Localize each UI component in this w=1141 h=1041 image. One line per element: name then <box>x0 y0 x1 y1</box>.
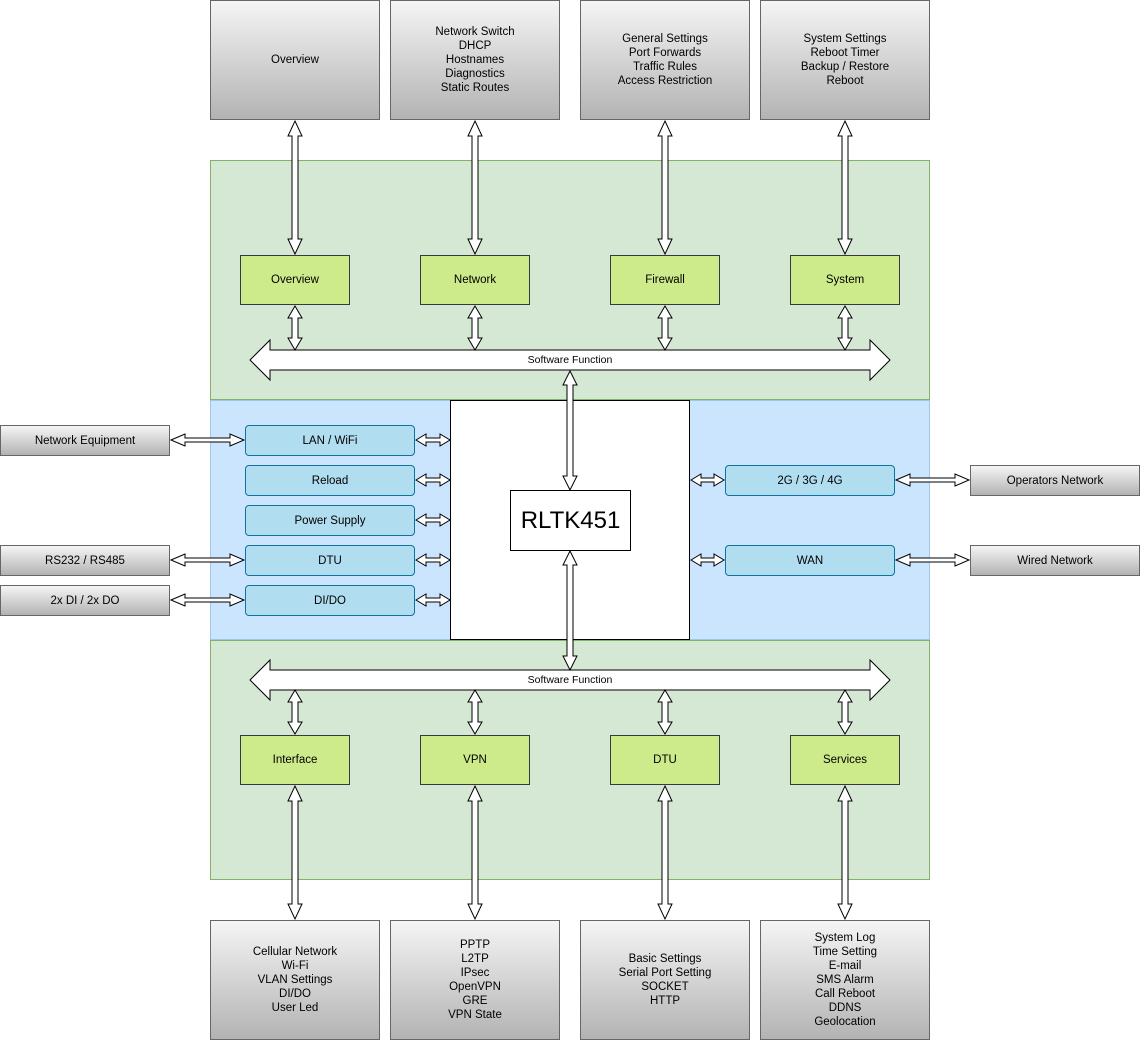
port-reload: Reload <box>245 465 415 496</box>
module-interface: Interface <box>240 735 350 785</box>
panel-line: Call Reboot <box>814 988 876 1000</box>
panel-line: Traffic Rules <box>633 61 697 73</box>
port-lan-wifi: LAN / WiFi <box>245 425 415 456</box>
bottom-panel-interface: Cellular Network Wi-Fi VLAN Settings DI/… <box>210 920 380 1040</box>
external-wired-network: Wired Network <box>970 545 1140 576</box>
software-function-label-bottom: Software Function <box>527 674 613 686</box>
module-system: System <box>790 255 900 305</box>
panel-line: SOCKET <box>641 981 689 993</box>
bottom-panel-dtu: Basic Settings Serial Port Setting SOCKE… <box>580 920 750 1040</box>
panel-line: Static Routes <box>440 82 510 94</box>
bottom-panel-services: System Log Time Setting E-mail SMS Alarm… <box>760 920 930 1040</box>
panel-line: System Log <box>814 932 876 944</box>
panel-line: VLAN Settings <box>257 974 333 986</box>
port-dtu: DTU <box>245 545 415 576</box>
module-services: Services <box>790 735 900 785</box>
panel-line: System Settings <box>803 33 887 45</box>
port-power-supply: Power Supply <box>245 505 415 536</box>
module-vpn: VPN <box>420 735 530 785</box>
panel-line: OpenVPN <box>449 981 501 993</box>
panel-line: SMS Alarm <box>816 974 874 986</box>
panel-line: Hostnames <box>445 54 505 66</box>
panel-line: IPsec <box>460 967 490 979</box>
panel-line: VPN State <box>448 1009 502 1021</box>
panel-line: Serial Port Setting <box>618 967 712 979</box>
port-cellular: 2G / 3G / 4G <box>725 465 895 496</box>
external-di-do: 2x DI / 2x DO <box>0 585 170 616</box>
panel-line: DHCP <box>458 40 492 52</box>
top-panel-system: System Settings Reboot Timer Backup / Re… <box>760 0 930 120</box>
panel-line: Wi-Fi <box>281 960 309 972</box>
panel-line: Network Switch <box>435 26 515 38</box>
panel-line: PPTP <box>459 939 491 951</box>
panel-line: Overview <box>271 54 319 66</box>
panel-line: DI/DO <box>279 988 311 1000</box>
module-firewall: Firewall <box>610 255 720 305</box>
panel-line: Diagnostics <box>445 68 505 80</box>
module-dtu: DTU <box>610 735 720 785</box>
panel-line: Time Setting <box>812 946 878 958</box>
panel-line: General Settings <box>622 33 708 45</box>
panel-line: DDNS <box>828 1002 862 1014</box>
port-wan: WAN <box>725 545 895 576</box>
panel-line: User Led <box>271 1002 319 1014</box>
panel-line: Reboot <box>826 75 864 87</box>
panel-line: Basic Settings <box>628 953 702 965</box>
panel-line: GRE <box>462 995 488 1007</box>
panel-line: Cellular Network <box>252 946 338 958</box>
software-function-label-top: Software Function <box>527 354 613 366</box>
module-network: Network <box>420 255 530 305</box>
bottom-panel-vpn: PPTP L2TP IPsec OpenVPN GRE VPN State <box>390 920 560 1040</box>
core-chip-label: RLTK451 <box>510 490 631 551</box>
panel-line: Geolocation <box>814 1016 876 1028</box>
panel-line: Reboot Timer <box>810 47 880 59</box>
external-network-equipment: Network Equipment <box>0 425 170 456</box>
top-panel-network: Network Switch DHCP Hostnames Diagnostic… <box>390 0 560 120</box>
module-overview: Overview <box>240 255 350 305</box>
panel-line: E-mail <box>828 960 862 972</box>
panel-line: Access Restriction <box>617 75 713 87</box>
top-panel-firewall: General Settings Port Forwards Traffic R… <box>580 0 750 120</box>
external-operators-network: Operators Network <box>970 465 1140 496</box>
external-rs232-rs485: RS232 / RS485 <box>0 545 170 576</box>
top-panel-overview: Overview <box>210 0 380 120</box>
panel-line: HTTP <box>649 995 681 1007</box>
panel-line: L2TP <box>461 953 489 965</box>
panel-line: Backup / Restore <box>800 61 890 73</box>
port-di-do: DI/DO <box>245 585 415 616</box>
panel-line: Port Forwards <box>628 47 702 59</box>
